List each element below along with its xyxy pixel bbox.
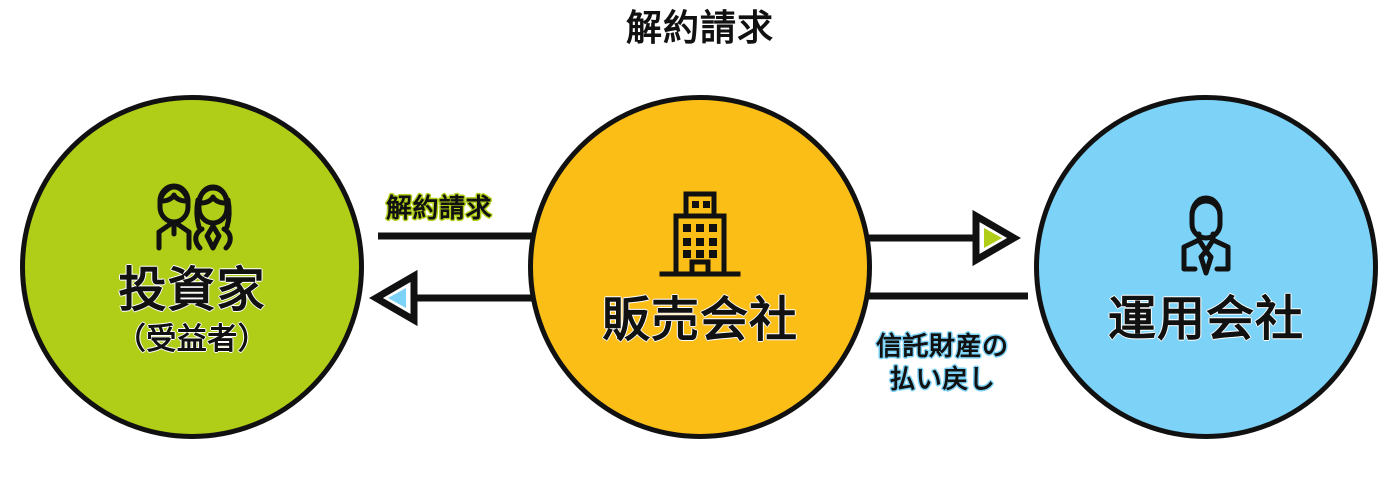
edge-label-investor-to-distributor: 解約請求 xyxy=(386,193,493,223)
node-asset-manager-label: 運用会社 xyxy=(1107,292,1304,346)
node-investor-label: 投資家 xyxy=(118,264,266,318)
node-distributor[interactable]: 販売会社 xyxy=(528,95,872,439)
businessperson-icon xyxy=(1162,189,1250,279)
node-asset-manager[interactable]: 運用会社 xyxy=(1034,95,1378,439)
node-investor-sublabel: （受益者） xyxy=(115,322,269,356)
page-title: 解約請求 xyxy=(625,7,774,48)
edge-label-manager-to-distributor: 信託財産の 払い戻し xyxy=(876,331,1009,394)
arrowhead-right-inner-fill xyxy=(984,228,1002,248)
arrowhead-left-inner-fill xyxy=(388,288,406,308)
office-building-icon xyxy=(652,188,748,286)
two-people-icon xyxy=(136,174,248,260)
node-distributor-label: 販売会社 xyxy=(601,293,798,347)
node-investor[interactable]: 投資家 （受益者） xyxy=(20,95,364,439)
